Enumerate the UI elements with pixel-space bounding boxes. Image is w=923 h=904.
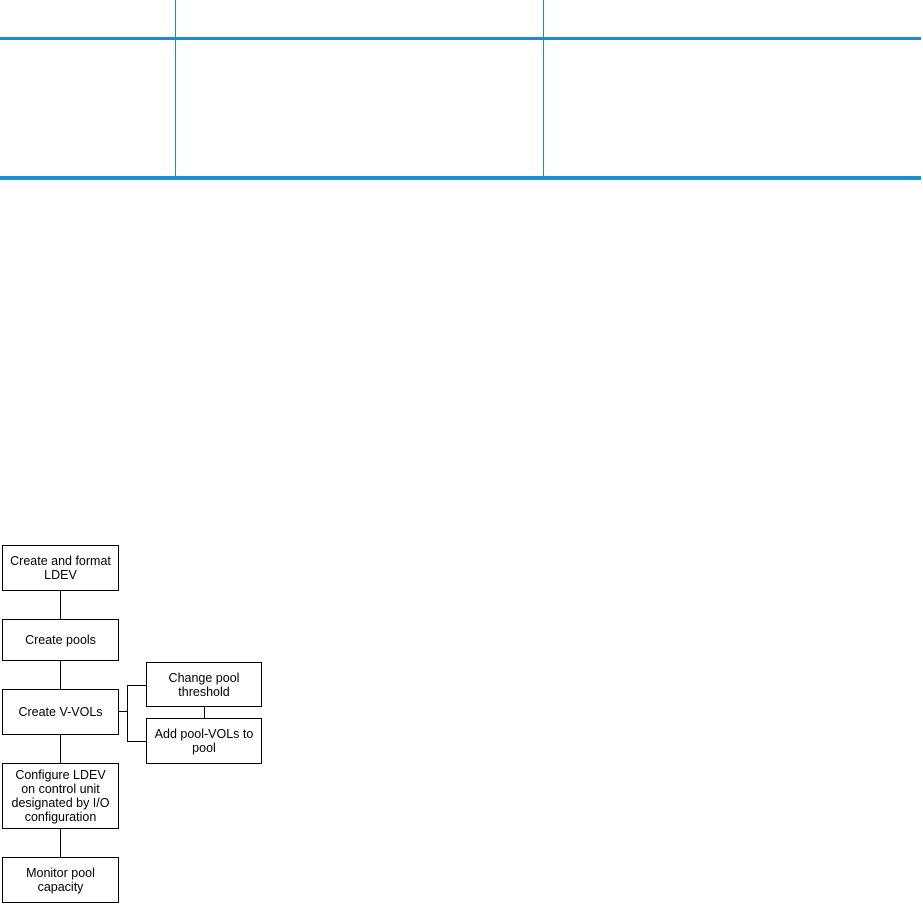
table-header-cell-1 [0,0,176,40]
connector-ldev-to-pools [60,591,62,619]
node-monitor-pool-capacity: Monitor pool capacity [2,857,119,903]
connector-vvols-to-bracket [118,711,127,713]
node-create-vvols: Create V-VOLs [2,689,119,735]
table-header-cell-2 [175,0,544,40]
connector-bracket-to-threshold [127,685,146,687]
connector-bracket-to-add-pool-vols [127,741,146,743]
table-cell [543,38,921,180]
data-table [0,0,921,180]
table-header-row [0,0,921,40]
table-cell [175,38,544,180]
connector-threshold-to-add-pool-vols [204,707,206,718]
node-change-pool-threshold: Change pool threshold [146,662,262,707]
node-create-format-ldev: Create and format LDEV [2,545,119,591]
table-header-cell-3 [543,0,921,40]
table-cell [0,38,176,180]
node-add-pool-vols-to-pool: Add pool-VOLs to pool [146,718,262,764]
connector-pools-to-vvols [60,661,62,689]
node-configure-ldev: Configure LDEV on control unit designate… [2,763,119,829]
node-create-pools: Create pools [2,619,119,661]
table-row [0,38,921,180]
connector-configure-to-monitor [60,829,62,857]
connector-bracket-vertical [127,685,129,741]
connector-vvols-to-configure [60,735,62,763]
